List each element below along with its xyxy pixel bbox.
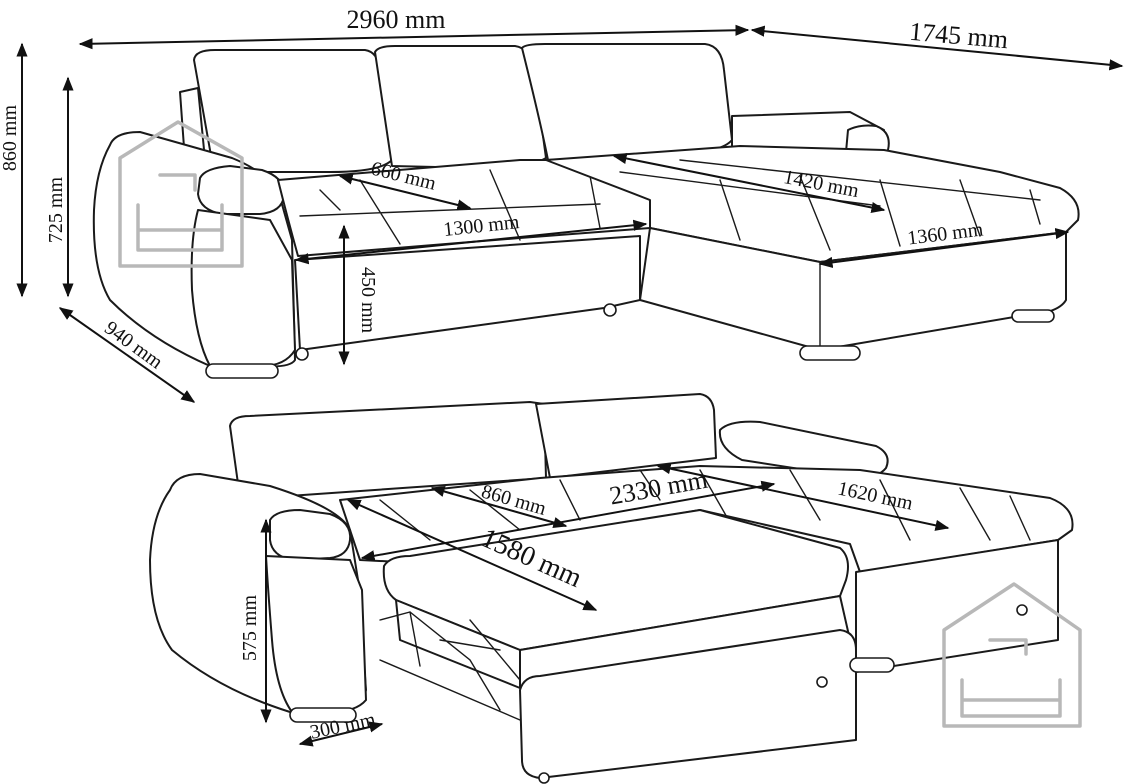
back-cushion-2 — [374, 45, 547, 169]
label-chaise-length: 1745 mm — [908, 17, 1009, 55]
label-backrest-height: 725 mm — [45, 177, 67, 244]
front-panel — [519, 629, 857, 779]
house-sofa-icon — [118, 120, 244, 268]
back-cushion-3 — [521, 43, 733, 161]
back-cushion-1 — [193, 49, 393, 173]
sofa-bed-open — [149, 393, 1074, 784]
label-bed-height: 575 mm — [239, 595, 261, 662]
bed-leg — [849, 657, 895, 673]
seat-base — [294, 235, 641, 351]
dimension-lines-top — [16, 24, 1124, 403]
dimension-lines-bottom — [260, 463, 950, 747]
backrest-2 — [535, 393, 717, 479]
label-height: 860 mm — [0, 105, 21, 172]
sofa-leg — [205, 363, 279, 379]
label-seat-height: 450 mm — [357, 267, 379, 334]
label-total-width: 2960 mm — [347, 5, 446, 34]
house-sofa-icon — [942, 582, 1082, 728]
sofa-leg — [1011, 309, 1055, 323]
sofa-leg — [799, 345, 861, 361]
